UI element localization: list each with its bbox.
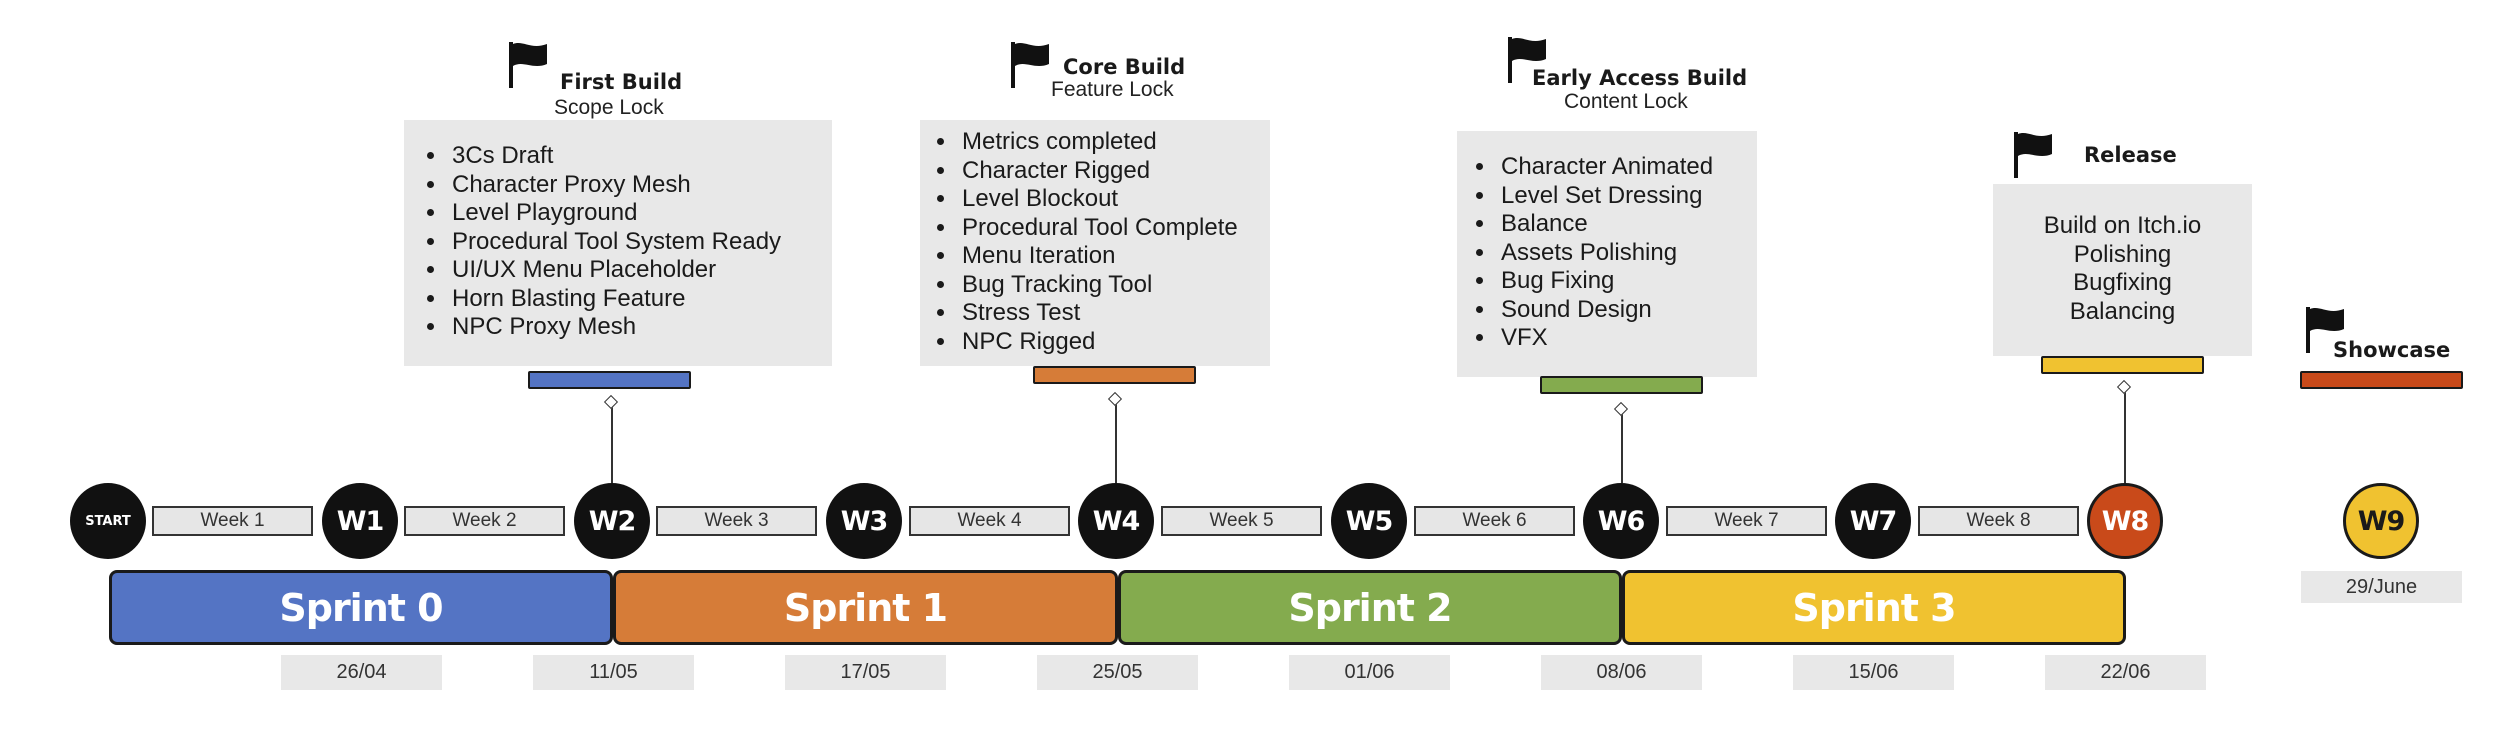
sprint-bar: Sprint 1 (613, 570, 1118, 645)
milestone-item: Build on Itch.io (2043, 212, 2202, 239)
date-label: 17/05 (785, 655, 946, 690)
date-label: 25/05 (1037, 655, 1198, 690)
milestone-item: Level Set Dressing (1497, 182, 1757, 211)
milestone-subtitle: Feature Lock (1051, 78, 1174, 101)
milestone-item: Sound Design (1497, 296, 1757, 325)
milestone-item: Polishing (2073, 240, 2172, 268)
milestone-item: Menu Iteration (958, 242, 1270, 271)
timeline-node-start: START (70, 483, 146, 559)
milestone-item: Stress Test (958, 299, 1270, 328)
milestone-item: Horn Blasting Feature (448, 285, 832, 314)
flag-icon (1508, 37, 1546, 83)
milestone-item: Character Proxy Mesh (448, 171, 832, 200)
milestone-box: Build on Itch.io Polishing Bugfixing Bal… (1993, 184, 2252, 356)
timeline-node-w6: W6 (1583, 483, 1659, 559)
timeline-node-w3: W3 (826, 483, 902, 559)
timeline-node-w4: W4 (1078, 483, 1154, 559)
week-label: Week 8 (1918, 506, 2079, 536)
milestone-title: Core Build (1063, 55, 1186, 79)
connector-line (2124, 388, 2126, 483)
milestone-tag (1540, 376, 1703, 394)
timeline-node-w5: W5 (1331, 483, 1407, 559)
milestone-tag (528, 371, 691, 389)
milestone-box: Character Animated Level Set Dressing Ba… (1457, 131, 1757, 377)
date-label: 01/06 (1289, 655, 1450, 690)
milestone-item: Level Blockout (958, 185, 1270, 214)
milestone-title: Showcase (2333, 338, 2451, 362)
connector-diamond (1107, 391, 1123, 407)
milestone-item: Procedural Tool Complete (958, 214, 1270, 243)
milestone-title: Release (2084, 143, 2177, 167)
milestone-tag (1033, 366, 1196, 384)
milestone-item: UI/UX Menu Placeholder (448, 256, 832, 285)
flag-icon (2014, 132, 2052, 178)
sprint-bar: Sprint 2 (1118, 570, 1622, 645)
milestone-tag (2300, 371, 2463, 389)
date-label: 29/June (2301, 571, 2462, 603)
week-label: Week 4 (909, 506, 1070, 536)
milestone-item: Balance (1497, 210, 1757, 239)
milestone-item: Level Playground (448, 199, 832, 228)
milestone-box: Metrics completed Character Rigged Level… (920, 120, 1270, 366)
date-label: 11/05 (533, 655, 694, 690)
week-label: Week 3 (656, 506, 817, 536)
timeline-node-w9: W9 (2343, 483, 2419, 559)
milestone-item: Character Rigged (958, 157, 1270, 186)
connector-diamond (1613, 401, 1629, 417)
milestone-item: Balancing (2069, 297, 2176, 325)
milestone-tag (2041, 356, 2204, 374)
milestone-item: Procedural Tool System Ready (448, 228, 832, 257)
connector-line (611, 403, 613, 483)
week-label: Week 5 (1161, 506, 1322, 536)
connector-line (1115, 403, 1117, 483)
flag-icon (2306, 307, 2344, 353)
milestone-box: 3Cs Draft Character Proxy Mesh Level Pla… (404, 120, 832, 366)
week-label: Week 7 (1666, 506, 1827, 536)
connector-line (1621, 410, 1623, 483)
milestone-subtitle: Scope Lock (554, 96, 664, 119)
milestone-item: Character Animated (1497, 153, 1757, 182)
sprint-bar: Sprint 0 (109, 570, 613, 645)
timeline-node-w2: W2 (574, 483, 650, 559)
milestone-subtitle: Content Lock (1564, 90, 1688, 113)
milestone-item: NPC Rigged (958, 328, 1270, 357)
milestone-item: NPC Proxy Mesh (448, 313, 832, 342)
flag-icon (1011, 42, 1049, 88)
milestone-title: First Build (560, 70, 683, 94)
timeline-node-w1: W1 (322, 483, 398, 559)
milestone-item: Assets Polishing (1497, 239, 1757, 268)
date-label: 08/06 (1541, 655, 1702, 690)
week-label: Week 1 (152, 506, 313, 536)
milestone-item: Metrics completed (958, 128, 1270, 157)
date-label: 15/06 (1793, 655, 1954, 690)
milestone-item: VFX (1497, 324, 1757, 353)
timeline-node-w7: W7 (1835, 483, 1911, 559)
milestone-item: Bug Tracking Tool (958, 271, 1270, 300)
timeline-node-w8: W8 (2087, 483, 2163, 559)
week-label: Week 2 (404, 506, 565, 536)
flag-icon (509, 42, 547, 88)
date-label: 22/06 (2045, 655, 2206, 690)
milestone-item: Bug Fixing (1497, 267, 1757, 296)
connector-diamond (603, 394, 619, 410)
milestone-item: Bugfixing (2073, 269, 2172, 296)
milestone-title: Early Access Build (1532, 66, 1748, 90)
date-label: 26/04 (281, 655, 442, 690)
week-label: Week 6 (1414, 506, 1575, 536)
sprint-bar: Sprint 3 (1622, 570, 2126, 645)
milestone-item: 3Cs Draft (448, 142, 832, 171)
connector-diamond (2116, 379, 2132, 395)
